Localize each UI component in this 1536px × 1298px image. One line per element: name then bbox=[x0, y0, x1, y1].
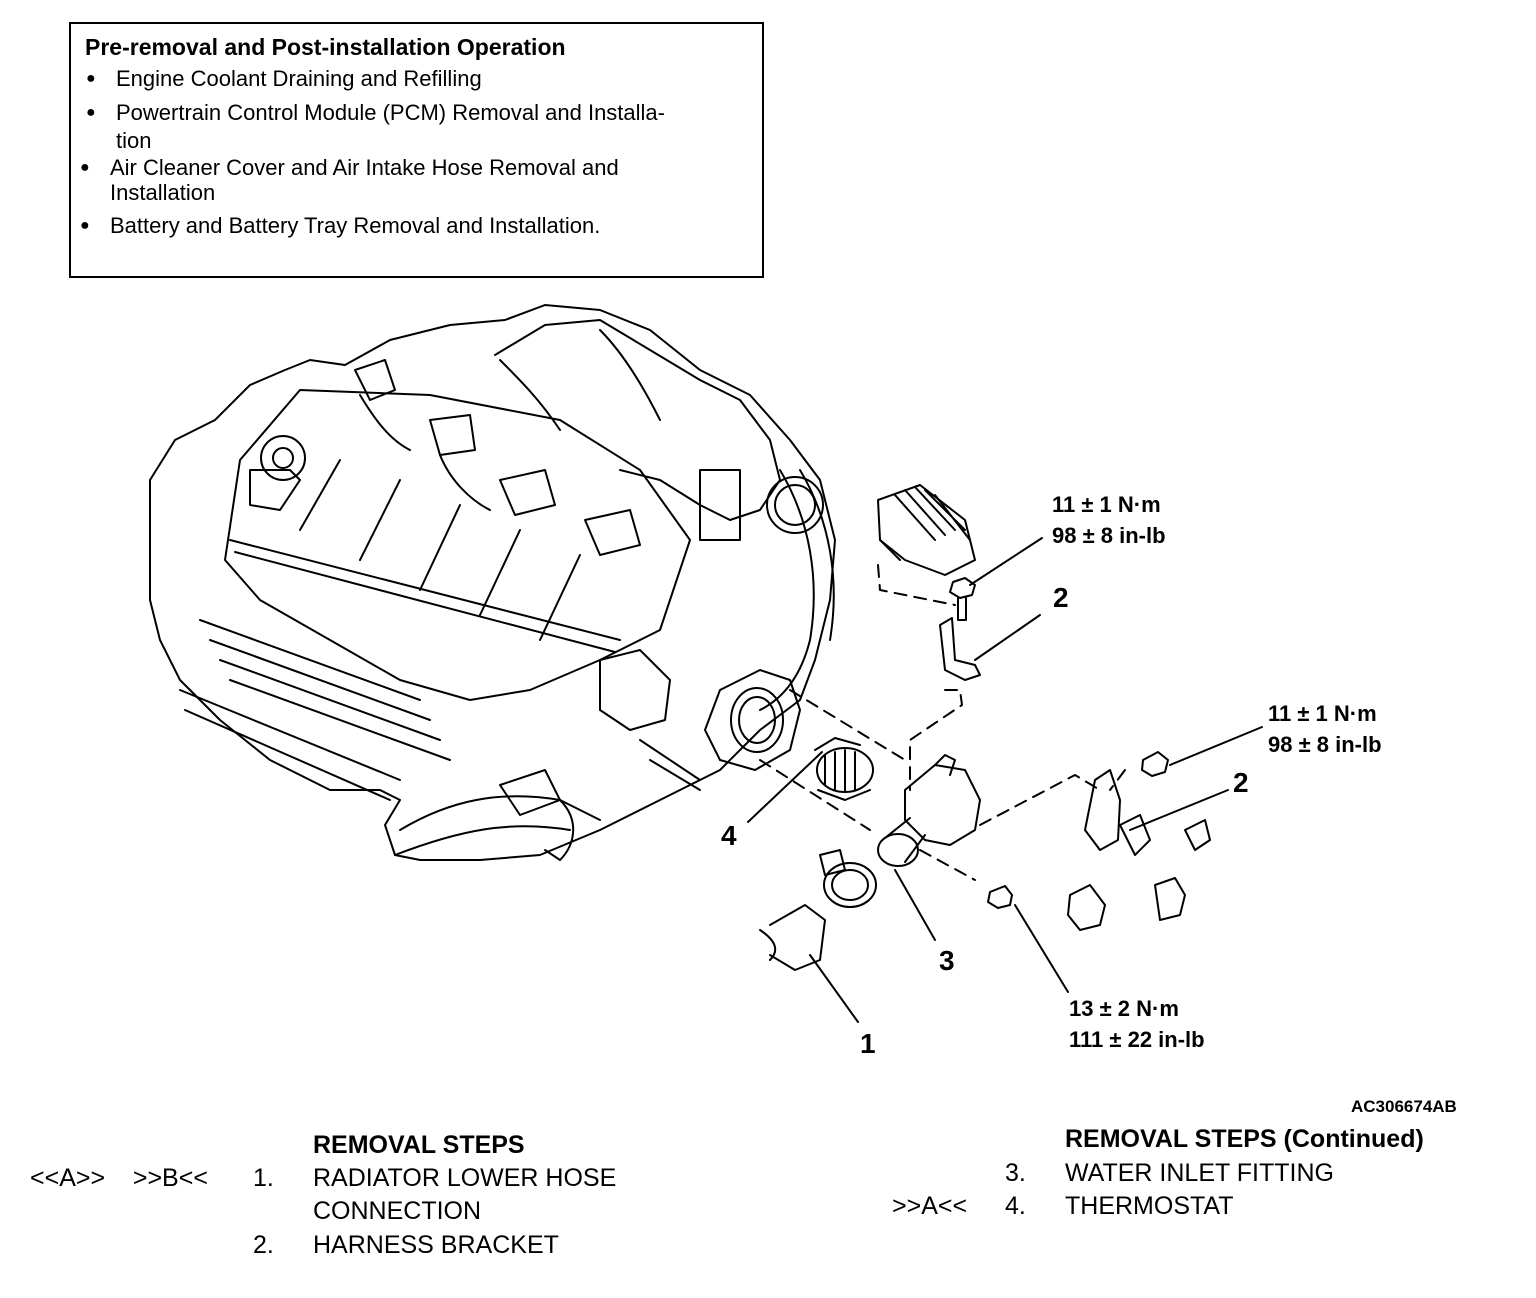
torque-spec-upper: 11 ± 1 N·m 98 ± 8 in-lb bbox=[1052, 492, 1166, 548]
bullet-icon: ● bbox=[86, 70, 96, 87]
step-1-label-continued: CONNECTION bbox=[313, 1197, 482, 1225]
bullet-icon: ● bbox=[86, 104, 96, 121]
step-1-number: 1. bbox=[253, 1164, 274, 1192]
removal-steps-continued-title: REMOVAL STEPS (Continued) bbox=[1065, 1125, 1424, 1153]
step-1-label: RADIATOR LOWER HOSE bbox=[313, 1164, 617, 1192]
step-4-label: THERMOSTAT bbox=[1065, 1192, 1234, 1220]
step-2-label: HARNESS BRACKET bbox=[313, 1231, 559, 1259]
pre-removal-item-air-cleaner: ● Air Cleaner Cover and Air Intake Hose … bbox=[80, 155, 619, 205]
pre-removal-item-pcm: ● Powertrain Control Module (PCM) Remova… bbox=[86, 100, 665, 153]
bullet-icon: ● bbox=[80, 159, 90, 176]
upper-harness-bracket-drawing bbox=[939, 577, 981, 681]
lower-harness-bracket-drawing bbox=[1067, 751, 1211, 931]
removal-steps-title: REMOVAL STEPS bbox=[313, 1131, 525, 1159]
callout-2-upper: 2 bbox=[1053, 582, 1069, 613]
step-4-number: 4. bbox=[1005, 1192, 1026, 1220]
callout-1: 1 bbox=[860, 1028, 876, 1059]
callout-4: 4 bbox=[721, 820, 737, 851]
torque-spec-lower: 13 ± 2 N·m 111 ± 22 in-lb bbox=[1069, 996, 1205, 1052]
pre-removal-item-coolant: ● Engine Coolant Draining and Refilling bbox=[86, 66, 482, 91]
engine-assembly-drawing bbox=[149, 304, 836, 861]
step-3-label: WATER INLET FITTING bbox=[1065, 1159, 1334, 1187]
thermostat-drawing bbox=[814, 737, 874, 801]
water-inlet-fitting-drawing bbox=[877, 754, 981, 867]
radiator-hose-drawing bbox=[759, 849, 877, 971]
figure-code: AC306674AB bbox=[1351, 1097, 1457, 1116]
torque-spec-right: 11 ± 1 N·m 98 ± 8 in-lb bbox=[1268, 701, 1382, 757]
pre-removal-operation-box: Pre-removal and Post-installation Operat… bbox=[69, 22, 764, 278]
step-3-number: 3. bbox=[1005, 1159, 1026, 1187]
callout-2-lower: 2 bbox=[1233, 767, 1249, 798]
air-intake-hose-drawing bbox=[877, 484, 976, 576]
pre-removal-item-battery: ● Battery and Battery Tray Removal and I… bbox=[80, 213, 601, 238]
assembly-guide-lines bbox=[759, 564, 1126, 881]
step-2-number: 2. bbox=[253, 1231, 274, 1259]
lower-bolt-drawing bbox=[987, 885, 1013, 909]
bullet-icon: ● bbox=[80, 217, 90, 234]
step-1-marks: <<A>> >>B<< bbox=[30, 1164, 208, 1192]
callout-3: 3 bbox=[939, 945, 955, 976]
callout-leader-lines bbox=[747, 537, 1263, 1023]
step-4-marks: >>A<< bbox=[892, 1192, 968, 1220]
pre-removal-title: Pre-removal and Post-installation Operat… bbox=[85, 34, 566, 60]
